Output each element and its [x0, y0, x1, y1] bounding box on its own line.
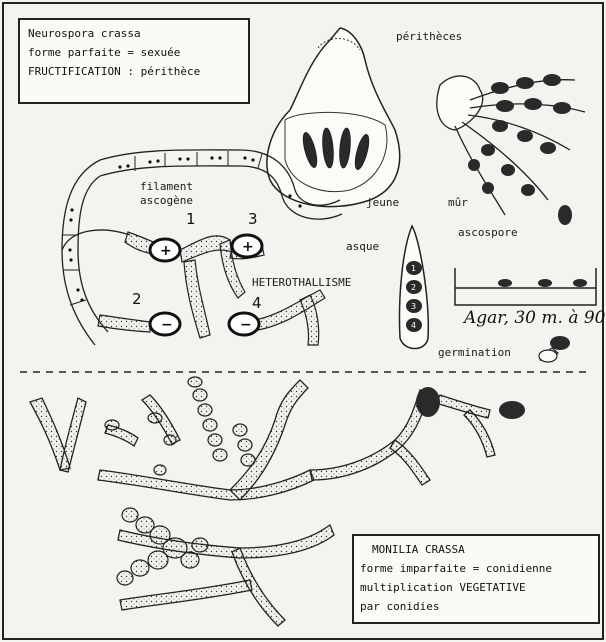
- svg-text:2: 2: [411, 283, 416, 292]
- svg-text:+: +: [160, 243, 172, 259]
- box-bottom-line3: multiplication VEGETATIVE: [360, 578, 598, 597]
- label-ascospore: ascospore: [458, 226, 518, 239]
- sexual-form-box: Neurospora crassa forme parfaite = sexué…: [18, 18, 250, 104]
- svg-text:4: 4: [411, 321, 416, 330]
- box-top-line1: Neurospora crassa: [28, 24, 248, 43]
- svg-text:+: +: [242, 239, 254, 255]
- svg-text:−: −: [240, 317, 252, 333]
- label-ascogene: ascogène: [140, 194, 193, 207]
- label-young: jeune: [366, 196, 399, 209]
- svg-text:−: −: [161, 317, 173, 333]
- box-bottom-line2: forme imparfaite = conidienne: [360, 559, 598, 578]
- number-1: 1: [186, 210, 196, 228]
- label-heterothallism: HETEROTHALLISME: [252, 276, 351, 289]
- agar-box: [455, 268, 596, 305]
- label-germination: germination: [438, 346, 511, 359]
- box-bottom-line4: par conidies: [360, 597, 598, 616]
- ascus: 1 2 3 4: [400, 226, 429, 349]
- label-perithecia: périthèces: [396, 30, 462, 43]
- label-agar: Agar, 30 m. à 90°: [464, 308, 606, 328]
- label-mature: mûr: [448, 196, 468, 209]
- number-4: 4: [252, 294, 262, 312]
- asexual-form-box: MONILIA CRASSA forme imparfaite = conidi…: [352, 534, 600, 624]
- label-filament: filament: [140, 180, 193, 193]
- box-top-line3: FRUCTIFICATION : périthèce: [28, 62, 248, 81]
- perithecium-young: [267, 28, 400, 207]
- label-ascus: asque: [346, 240, 379, 253]
- number-2: 2: [132, 290, 142, 308]
- box-top-line2: forme parfaite = sexuée: [28, 43, 248, 62]
- svg-text:3: 3: [411, 302, 416, 311]
- svg-text:1: 1: [411, 264, 416, 273]
- germination: [539, 336, 570, 362]
- box-bottom-line1: MONILIA CRASSA: [360, 540, 598, 559]
- number-3: 3: [248, 210, 258, 228]
